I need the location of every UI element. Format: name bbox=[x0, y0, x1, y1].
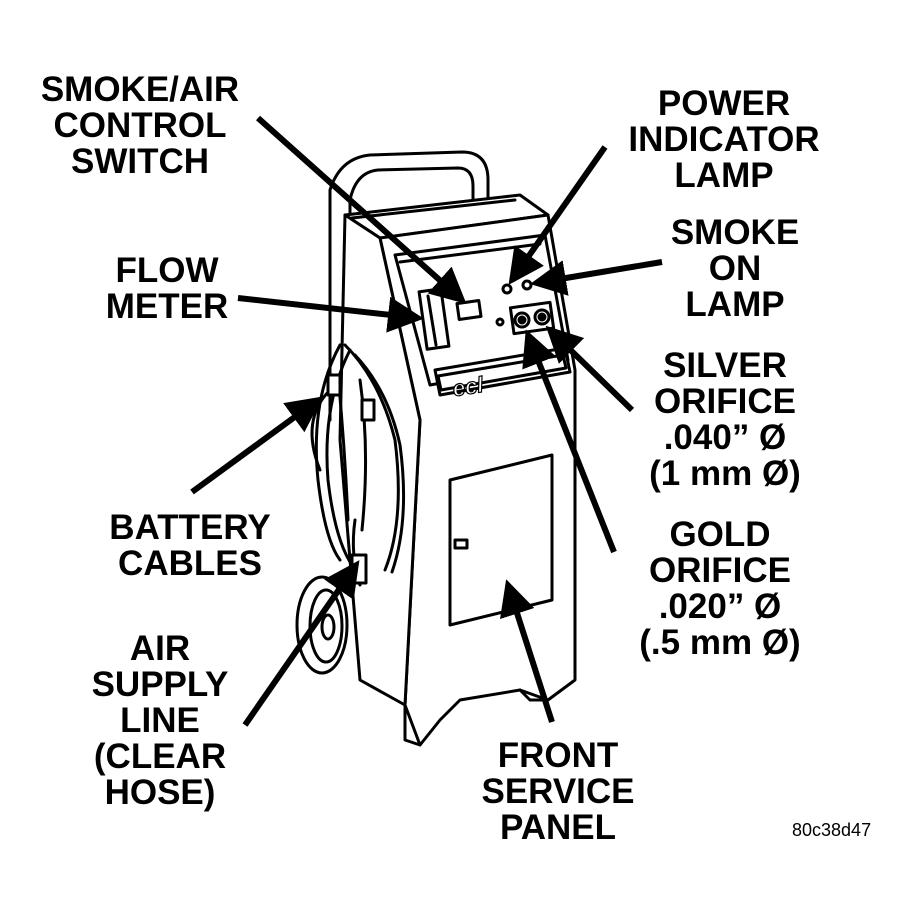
smoke-air-switch bbox=[455, 299, 483, 321]
leader-arrows bbox=[190, 115, 663, 727]
arrow-silver-orifice bbox=[545, 325, 635, 413]
arrow-smoke-on-lamp bbox=[530, 259, 663, 296]
battery-cables bbox=[310, 343, 406, 574]
figure-code: 80c38d47 bbox=[792, 820, 872, 840]
arrow-flow-meter bbox=[237, 295, 424, 333]
label-smoke-air-control-switch: SMOKE/AIR CONTROL SWITCH bbox=[40, 70, 240, 181]
cart-handle bbox=[328, 150, 490, 422]
smoke-on-lamp bbox=[521, 279, 533, 291]
arrow-gold-orifice bbox=[522, 329, 617, 554]
label-front-service-panel: FRONT SERVICE PANEL bbox=[481, 736, 635, 847]
label-silver-orifice: SILVER ORIFICE .040” Ø (1 mm Ø) bbox=[649, 346, 801, 493]
arrow-battery-cables bbox=[190, 396, 323, 495]
power-lamp bbox=[501, 283, 513, 295]
label-smoke-on-lamp: SMOKE ON LAMP bbox=[670, 213, 800, 324]
label-battery-cables: BATTERY CABLES bbox=[109, 508, 271, 583]
machine-logo: ecl bbox=[451, 372, 486, 402]
arrow-air-supply bbox=[242, 560, 360, 727]
arrow-smoke-air-switch bbox=[256, 115, 467, 304]
label-air-supply-line: AIR SUPPLY LINE (CLEAR HOSE) bbox=[91, 629, 229, 812]
arrow-power-lamp bbox=[508, 145, 608, 285]
label-gold-orifice: GOLD ORIFICE .020” Ø (.5 mm Ø) bbox=[639, 515, 801, 662]
arrow-service-panel bbox=[500, 579, 555, 723]
label-power-indicator-lamp: POWER INDICATOR LAMP bbox=[628, 84, 820, 195]
label-flow-meter: FLOW METER bbox=[105, 251, 229, 326]
